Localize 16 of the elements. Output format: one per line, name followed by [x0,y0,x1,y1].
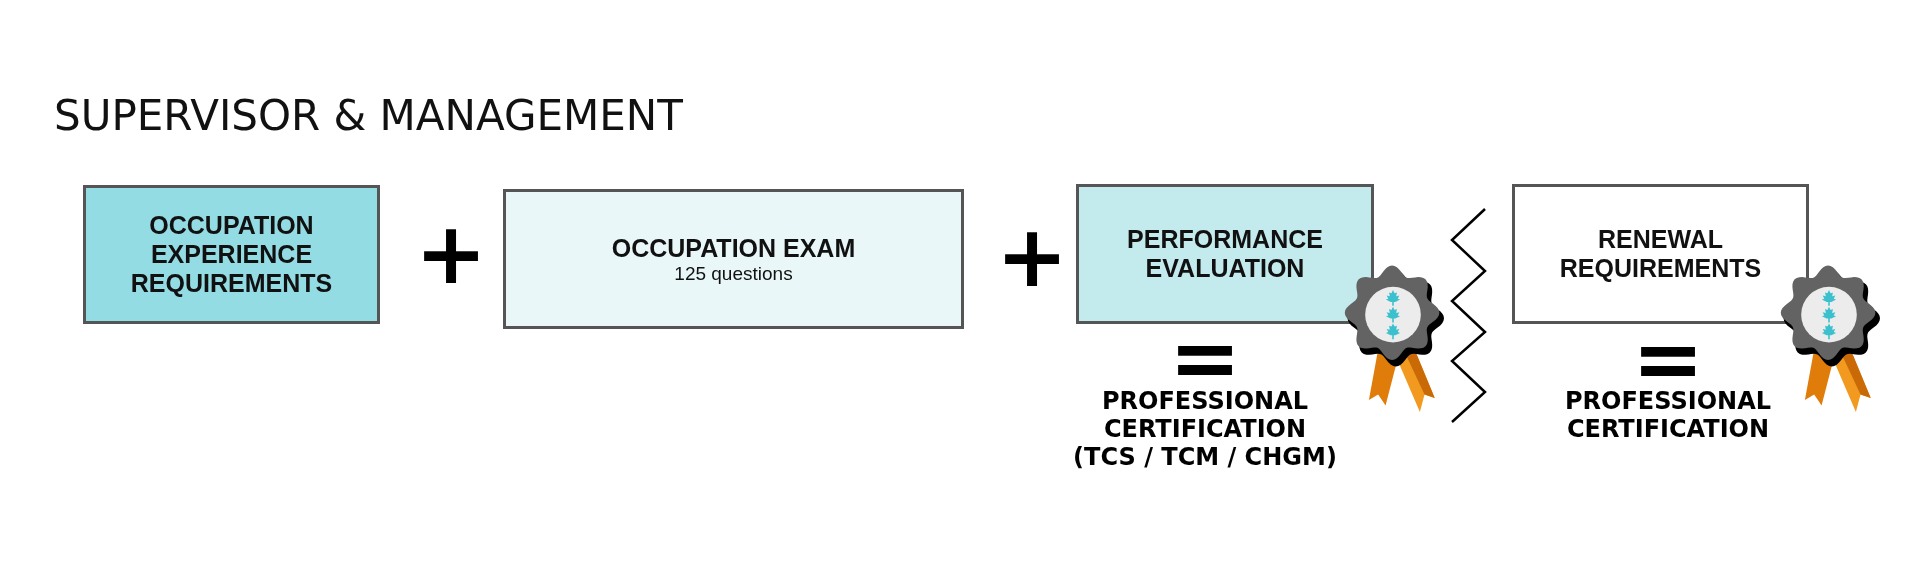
step-box [503,189,964,329]
box-label: RENEWAL REQUIREMENTS [1559,225,1762,283]
box-label: PERFORMANCE EVALUATION [1127,225,1323,283]
plus-sign: + [1004,227,1060,285]
certification-label: PROFESSIONAL CERTIFICATION [1565,387,1771,443]
certification-label: PROFESSIONAL CERTIFICATION (TCS / TCM / CHGM) [1072,387,1338,471]
plus-sign: + [423,224,479,282]
step-box [83,185,380,324]
step-box [1512,184,1809,324]
equals-sign: = [1640,344,1696,374]
box-label: OCCUPATION EXAM [611,233,856,263]
box-note: 125 questions [674,262,793,285]
diagram-title: SUPERVISOR & MANAGEMENT [54,95,683,137]
step-box [1076,184,1374,324]
equals-sign: = [1177,343,1233,373]
box-label: OCCUPATION EXPERIENCE REQUIREMENTS [130,211,333,298]
